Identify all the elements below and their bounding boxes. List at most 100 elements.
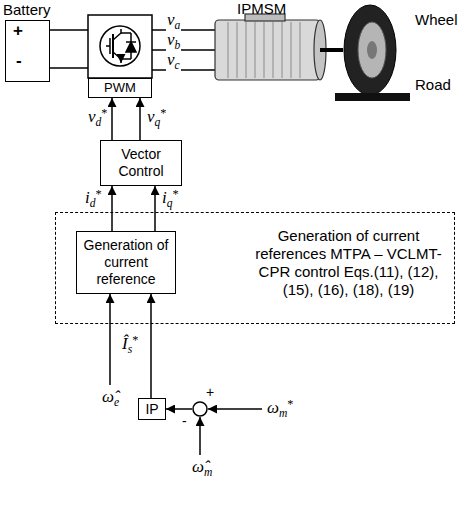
drawing-part: b — [175, 39, 181, 52]
signal-arrow — [166, 408, 192, 410]
signal-name: iq* — [161, 189, 180, 209]
signal-arrow — [111, 186, 113, 231]
signal-arrow — [111, 98, 113, 140]
phase-wires — [152, 30, 215, 70]
signal-arrow — [150, 294, 152, 398]
signal-name: ω̂m — [191, 458, 213, 478]
block-label: Generation of current reference — [81, 237, 171, 288]
signal-name: ωm* — [266, 399, 294, 419]
drawing-part: a — [175, 19, 181, 32]
drawing-part: e — [114, 396, 119, 409]
drawing-part: Î — [122, 334, 128, 353]
drawing-part — [113, 29, 121, 40]
drawing-part: v — [167, 50, 175, 69]
drawing-part: * — [287, 397, 293, 411]
wheel: Wheel — [343, 5, 397, 95]
drawing-part — [344, 5, 396, 95]
motor-body: IPMSM — [215, 20, 320, 80]
drawing-part — [100, 26, 140, 66]
motor-rib — [255, 22, 256, 78]
drawing-part — [109, 38, 111, 54]
signal-name: vd* — [87, 108, 108, 128]
drawing-part: s — [128, 343, 133, 356]
drawing-part: v — [167, 30, 175, 49]
drawing-part — [126, 41, 136, 43]
drawing-part: d — [90, 197, 96, 210]
drawing-part — [50, 29, 88, 31]
drawing-part — [109, 294, 111, 385]
drawing-part — [215, 20, 320, 80]
drawing-part — [121, 58, 131, 60]
drawing-part: d — [96, 116, 102, 129]
motor-ribs — [228, 22, 300, 78]
block-label: Vector Control — [105, 146, 177, 180]
drawing-part: * — [160, 106, 166, 120]
drawing-part — [358, 22, 386, 78]
drawing-part: v — [167, 10, 175, 29]
drawing-part — [199, 417, 201, 455]
drawing-part: q — [167, 197, 173, 210]
dashed-region: Generation of current references MTPA – … — [55, 212, 455, 324]
road-label: Road — [414, 76, 452, 93]
region-note: Generation of current references MTPA – … — [251, 227, 446, 299]
controller-box: IP — [138, 398, 166, 420]
motor-rib — [237, 22, 238, 78]
drawing-part: m — [279, 407, 287, 420]
signal-name: vq* — [146, 108, 167, 128]
polarity-sign: + — [12, 22, 24, 40]
summing-junction: +- — [192, 401, 208, 417]
block-label: PWM — [104, 80, 136, 96]
signal-name: va — [166, 11, 181, 31]
polarity-sign: - — [15, 52, 23, 70]
drawing-part: * — [101, 106, 107, 120]
drawing-part: * — [132, 333, 138, 347]
block-label: IP — [145, 401, 158, 418]
drawing-part: m — [204, 466, 212, 479]
drawing-part — [126, 42, 136, 52]
drawing-part: c — [175, 59, 180, 72]
junction-outline — [192, 401, 208, 417]
drawing-part: ω — [267, 398, 279, 417]
drawing-part — [50, 67, 88, 69]
motor-label: IPMSM — [237, 0, 286, 17]
process-box: Generation of current reference — [76, 231, 176, 294]
drawing-part: * — [173, 187, 179, 201]
motor-drawing — [215, 14, 326, 80]
wheel-label: Wheel — [415, 11, 458, 28]
signal-name: vb — [166, 31, 181, 51]
sign-label: - — [182, 413, 187, 430]
drawing-part — [88, 15, 152, 78]
drawing-part: ω̂ — [102, 387, 114, 406]
drawing-part: ω̂ — [192, 457, 204, 476]
drawing-part: i — [85, 188, 90, 207]
signal-name: vc — [166, 51, 181, 71]
drawing-part — [112, 34, 114, 58]
inverter-symbol — [88, 15, 152, 78]
wheel-drawing — [335, 5, 410, 101]
motor-rib — [291, 22, 292, 78]
drawing-part — [113, 52, 121, 63]
drawing-part: i — [162, 188, 167, 207]
drawing-part: v — [88, 107, 96, 126]
drawing-part — [152, 49, 215, 51]
junction-circle — [193, 402, 207, 416]
drawing-part — [152, 29, 215, 31]
drawing-part — [152, 69, 215, 71]
motor-rib — [282, 22, 283, 78]
sign-label: + — [206, 384, 214, 401]
drawing-part: v — [147, 107, 155, 126]
road-surface — [335, 93, 410, 101]
drawing-part — [121, 32, 131, 34]
signal-name: id* — [84, 189, 103, 209]
pwm-box: PWM — [88, 78, 152, 98]
battery-label: Battery — [3, 1, 51, 18]
motor-rib — [264, 22, 265, 78]
drawing-part: q — [155, 116, 161, 129]
motor-rib — [273, 22, 274, 78]
signal-name: ω̂e — [101, 388, 120, 408]
signal-arrow — [154, 186, 156, 231]
motor-rib — [300, 22, 301, 78]
signal-arrow — [139, 98, 141, 140]
motor-shaft — [320, 48, 343, 52]
